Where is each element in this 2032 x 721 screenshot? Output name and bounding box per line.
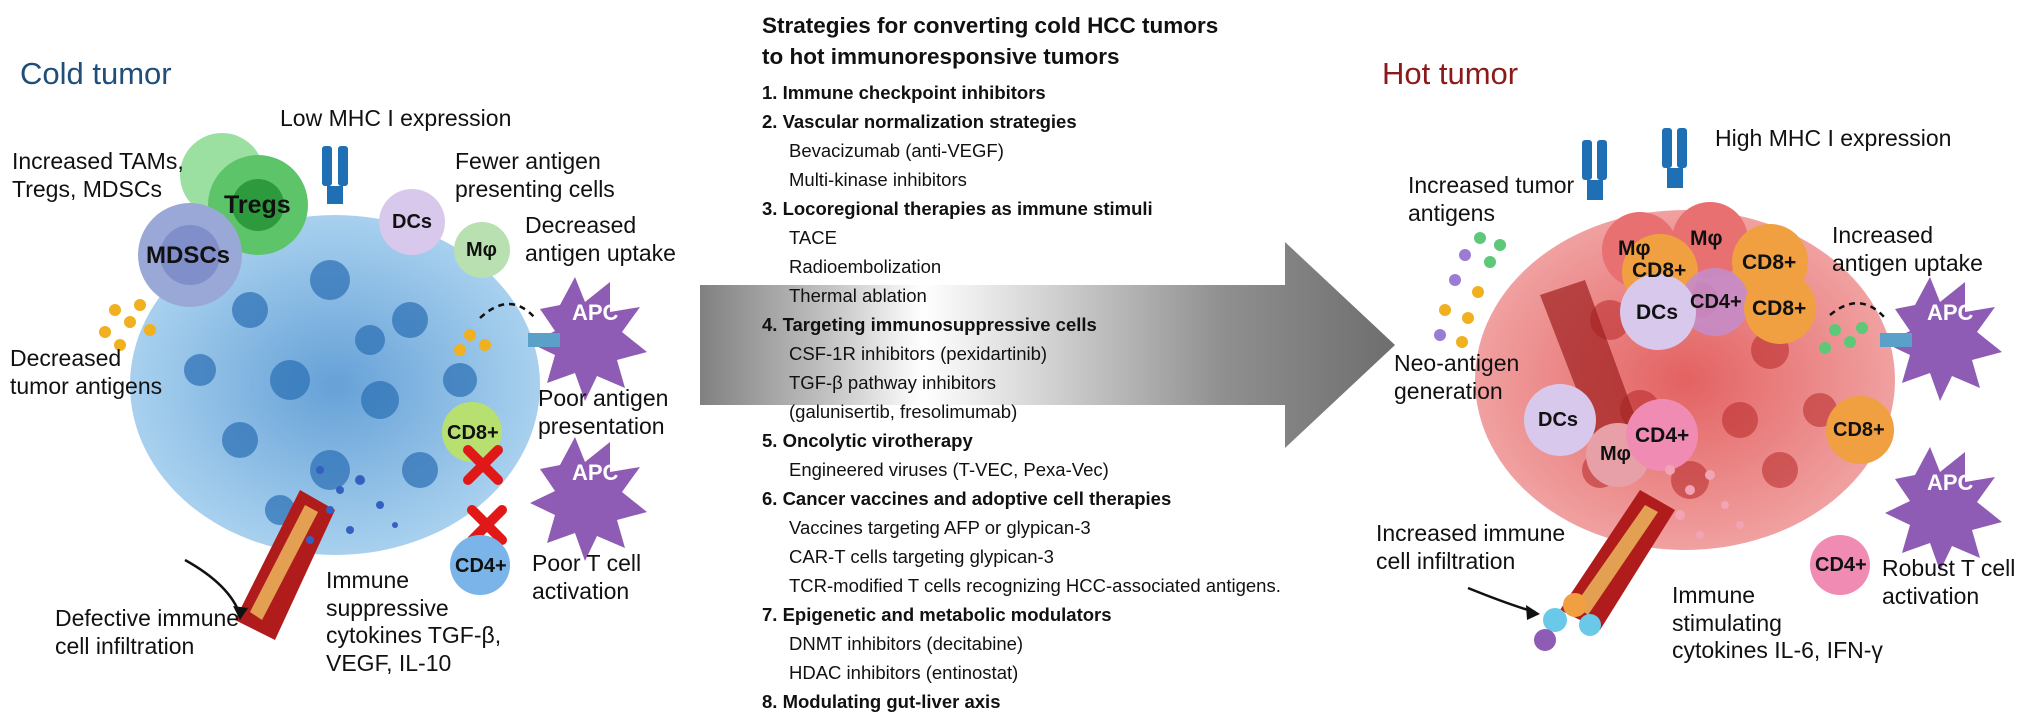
antigen-dots-cold <box>99 299 491 356</box>
macrophage-cell-cold <box>454 222 510 278</box>
cd4-cell-cold <box>450 535 510 595</box>
dc-cell-hot-2 <box>1524 384 1596 456</box>
cd8-cell-label: CD8+ <box>447 422 499 444</box>
cytokine-dots-hot <box>1665 465 1744 539</box>
strategy-subitem: Radioembolization <box>789 256 942 277</box>
high-mhc-label: High MHC I expression <box>1715 125 1952 151</box>
strategy-subitem: CAR-T cells targeting glypican-3 <box>789 546 1054 567</box>
strategies-panel: Strategies for converting cold HCC tumor… <box>762 10 1402 716</box>
cd4-cell-hot-3 <box>1810 535 1870 595</box>
mhc-receptor-cold <box>322 146 348 204</box>
infiltration-arrow-hot <box>1467 586 1536 614</box>
treg-cell-label: Tregs <box>224 191 291 219</box>
strategy-subitem: Multi-kinase inhibitors <box>789 169 967 190</box>
dc-cell-label: DCs <box>392 211 433 233</box>
cd8-hot-3-label: CD8+ <box>1752 297 1807 320</box>
mdsc-cell-label: MDSCs <box>146 242 231 269</box>
cytokine-dots-cold <box>306 466 398 544</box>
low-mhc-label: Low MHC I expression <box>280 105 512 131</box>
strategy-heading-1: 1. Immune checkpoint inhibitors <box>762 82 1046 103</box>
macrophage-hot-2-label: Mφ <box>1690 227 1723 250</box>
strategy-subitem: TGF-β pathway inhibitors <box>789 372 997 393</box>
inhibit-x-top <box>463 445 503 485</box>
cd8-cell-hot-4 <box>1826 396 1894 464</box>
strategies-list: 1. Immune checkpoint inhibitors 2. Vascul… <box>762 78 1402 716</box>
strategy-subitem: Engineered viruses (T-VEC, Pexa-Vec) <box>789 459 1109 480</box>
cd8-cell-cold <box>442 402 502 462</box>
cd8-hot-1-label: CD8+ <box>1632 259 1687 282</box>
strategies-heading: Strategies for converting cold HCC tumor… <box>762 13 1219 69</box>
antigen-dots-hot <box>1434 232 1868 354</box>
dc-cell-cold <box>379 189 445 255</box>
strategy-subitem: HDAC inhibitors (entinostat) <box>789 662 1019 683</box>
hot-tumor-title: Hot tumor <box>1382 56 1519 91</box>
strategy-subitem: Bevacizumab (anti-VEGF) <box>789 140 1004 161</box>
cd4-cell-hot-2 <box>1626 399 1698 471</box>
macrophage-cell-label: Mφ <box>466 239 497 261</box>
cd8-hot-2-label: CD8+ <box>1742 251 1797 274</box>
apc-bottom-label: APC <box>572 460 619 485</box>
strategy-heading-5: 5. Oncolytic virotherapy <box>762 430 973 451</box>
strategy-subitem: TCR-modified T cells recognizing HCC-ass… <box>789 575 1281 596</box>
cd8-cell-hot-3 <box>1744 272 1816 344</box>
cd8-hot-4-label: CD8+ <box>1833 419 1885 441</box>
strategy-heading-3: 3. Locoregional therapies as immune stim… <box>762 198 1153 219</box>
cd4-hot-3-label: CD4+ <box>1815 554 1867 576</box>
apc-hot-bottom-label: APC <box>1927 470 1974 495</box>
strategy-subitem: Vaccines targeting AFP or glypican-3 <box>789 517 1091 538</box>
mhc-receptor-hot-2 <box>1662 128 1687 188</box>
apc-cell-cold-bottom <box>530 437 647 561</box>
uptake-arrow-hot <box>1829 301 1886 319</box>
macrophage-hot-3-label: Mφ <box>1600 443 1631 465</box>
strategy-subitem: Thermal ablation <box>789 285 927 306</box>
cd4-hot-1-label: CD4+ <box>1690 291 1742 313</box>
strategy-heading-4: 4. Targeting immunosuppressive cells <box>762 314 1097 335</box>
apc-cell-hot-bottom <box>1885 447 2002 571</box>
dc-hot-1-label: DCs <box>1636 301 1679 324</box>
strategy-heading-6: 6. Cancer vaccines and adoptive cell the… <box>762 488 1172 509</box>
hot-tumor-illustration <box>1434 128 2002 651</box>
mhc-receptor-hot-1 <box>1582 140 1607 200</box>
strategy-subitem: TACE <box>789 227 837 248</box>
apc-hot-top-label: APC <box>1927 300 1974 325</box>
apc-cell-cold-top <box>530 277 647 401</box>
strategy-subitem: (galunisertib, fresolimumab) <box>789 401 1018 422</box>
dc-hot-2-label: DCs <box>1538 409 1579 431</box>
strategy-subitem: DNMT inhibitors (decitabine) <box>789 633 1024 654</box>
cold-tumor-title: Cold tumor <box>20 56 172 91</box>
conversion-arrow <box>700 242 1395 448</box>
uptake-arrow-cold <box>479 302 536 319</box>
blood-vessel-hot <box>1540 280 1640 450</box>
cd4-hot-2-label: CD4+ <box>1635 424 1690 447</box>
strategy-subitem: CSF-1R inhibitors (pexidartinib) <box>789 343 1048 364</box>
cd4-cell-label: CD4+ <box>455 555 507 577</box>
tams-label: Increased TAMs,Tregs, MDSCs <box>12 148 184 202</box>
strategy-heading-2: 2. Vascular normalization strategies <box>762 111 1077 132</box>
cd4-cell-hot-1 <box>1681 268 1749 336</box>
strategy-heading-7: 7. Epigenetic and metabolic modulators <box>762 604 1112 625</box>
apc-top-label: APC <box>572 300 619 325</box>
strategy-heading-8: 8. Modulating gut-liver axis <box>762 691 1001 712</box>
dc-cell-hot-1 <box>1620 274 1696 350</box>
cold-tumor-illustration <box>99 133 647 640</box>
apc-cell-hot-top <box>1885 277 2002 401</box>
inhibit-x-bottom <box>467 505 507 545</box>
macrophage-hot-1-label: Mφ <box>1618 237 1651 260</box>
